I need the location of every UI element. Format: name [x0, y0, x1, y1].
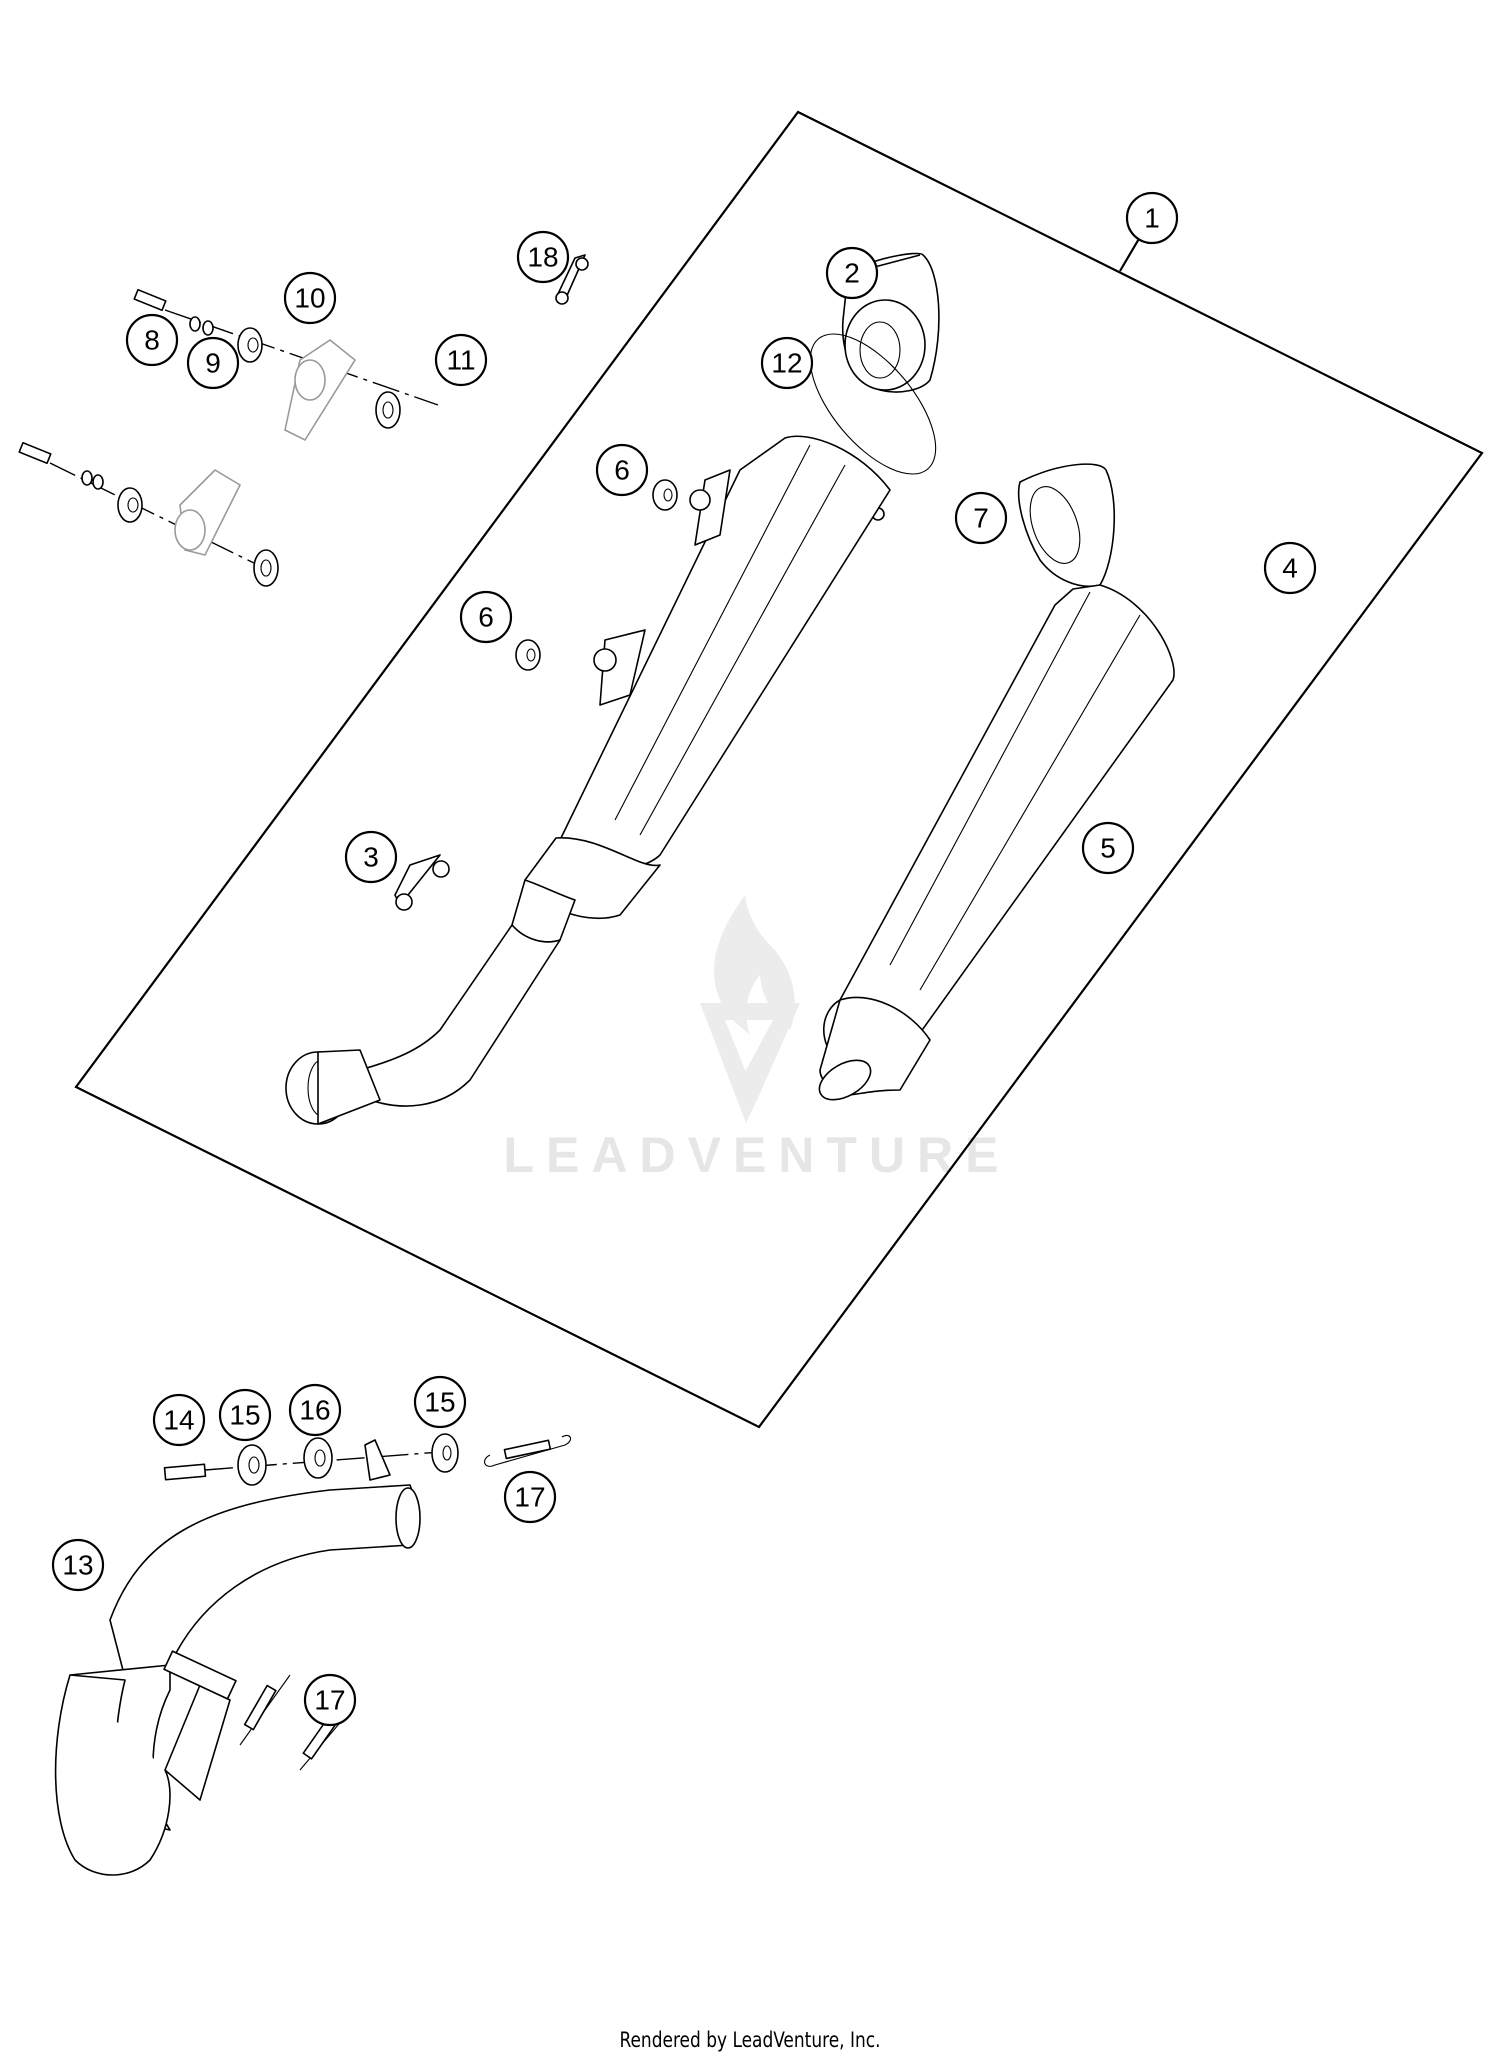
callout-15: 15 [218, 1388, 272, 1442]
callout-14: 14 [152, 1393, 206, 1447]
callout-16: 16 [288, 1383, 342, 1437]
assembly-frame [74, 110, 1484, 1429]
silencer-shell-part-5[interactable] [813, 584, 1175, 1108]
callout-4: 4 [1263, 541, 1317, 595]
svg-text:17: 17 [314, 1685, 345, 1716]
bracket-part-18[interactable] [555, 254, 589, 305]
watermark-text: LEADVENTURE [503, 1127, 1010, 1183]
callout-7: 7 [954, 491, 1008, 545]
callout-5: 5 [1081, 821, 1135, 875]
svg-text:5: 5 [1100, 833, 1116, 864]
svg-text:15: 15 [424, 1387, 455, 1418]
callout-11: 11 [434, 333, 488, 387]
hardware-set-header[interactable] [163, 1433, 459, 1486]
hardware-set-upper[interactable] [133, 288, 439, 442]
callout-9: 9 [186, 336, 240, 390]
callout-leader-1 [1119, 236, 1141, 272]
svg-text:3: 3 [363, 842, 379, 873]
callout-13: 13 [51, 1538, 105, 1592]
callout-12: 12 [760, 336, 814, 390]
end-cap-part-4[interactable] [1017, 463, 1116, 587]
svg-text:13: 13 [62, 1550, 93, 1581]
spring-part-17[interactable] [484, 1434, 572, 1467]
callout-18: 18 [516, 230, 570, 284]
flame-icon [714, 895, 795, 1035]
svg-text:7: 7 [973, 503, 989, 534]
gasket-part-12[interactable] [788, 313, 959, 495]
leadventure-watermark: LEADVENTURE [503, 895, 1010, 1183]
svg-text:8: 8 [144, 325, 160, 356]
bracket-part-3[interactable] [394, 854, 450, 911]
spring-part-17[interactable] [239, 1674, 291, 1746]
svg-text:18: 18 [527, 242, 558, 273]
callout-3: 3 [344, 830, 398, 884]
callout-17: 17 [503, 1470, 557, 1524]
svg-text:1: 1 [1144, 203, 1160, 234]
callout-6: 6 [595, 443, 649, 497]
svg-text:11: 11 [446, 345, 475, 376]
svg-text:6: 6 [478, 602, 494, 633]
callout-17: 17 [303, 1673, 357, 1727]
callout-2: 2 [825, 246, 879, 300]
svg-text:6: 6 [614, 455, 630, 486]
svg-text:9: 9 [205, 348, 221, 379]
svg-text:17: 17 [514, 1482, 545, 1513]
grommet-part-6[interactable] [515, 639, 541, 671]
callout-10: 10 [283, 271, 337, 325]
svg-text:10: 10 [294, 283, 325, 314]
hardware-set-lower[interactable] [18, 441, 279, 587]
callout-15: 15 [413, 1375, 467, 1429]
svg-text:15: 15 [229, 1400, 260, 1431]
grommet-part-6[interactable] [652, 479, 678, 511]
silencer-body[interactable] [285, 435, 891, 1125]
svg-text:12: 12 [771, 348, 802, 379]
header-pipe-part-13[interactable] [54, 1484, 421, 1876]
callout-6: 6 [459, 590, 513, 644]
svg-text:2: 2 [844, 258, 860, 289]
v-logo-icon [700, 1003, 800, 1123]
svg-text:4: 4 [1282, 553, 1298, 584]
callout-8: 8 [125, 313, 179, 367]
svg-text:16: 16 [299, 1395, 330, 1426]
svg-text:14: 14 [163, 1405, 194, 1436]
render-credit: Rendered by LeadVenture, Inc. [619, 2028, 881, 2052]
callout-1: 1 [1125, 191, 1179, 245]
